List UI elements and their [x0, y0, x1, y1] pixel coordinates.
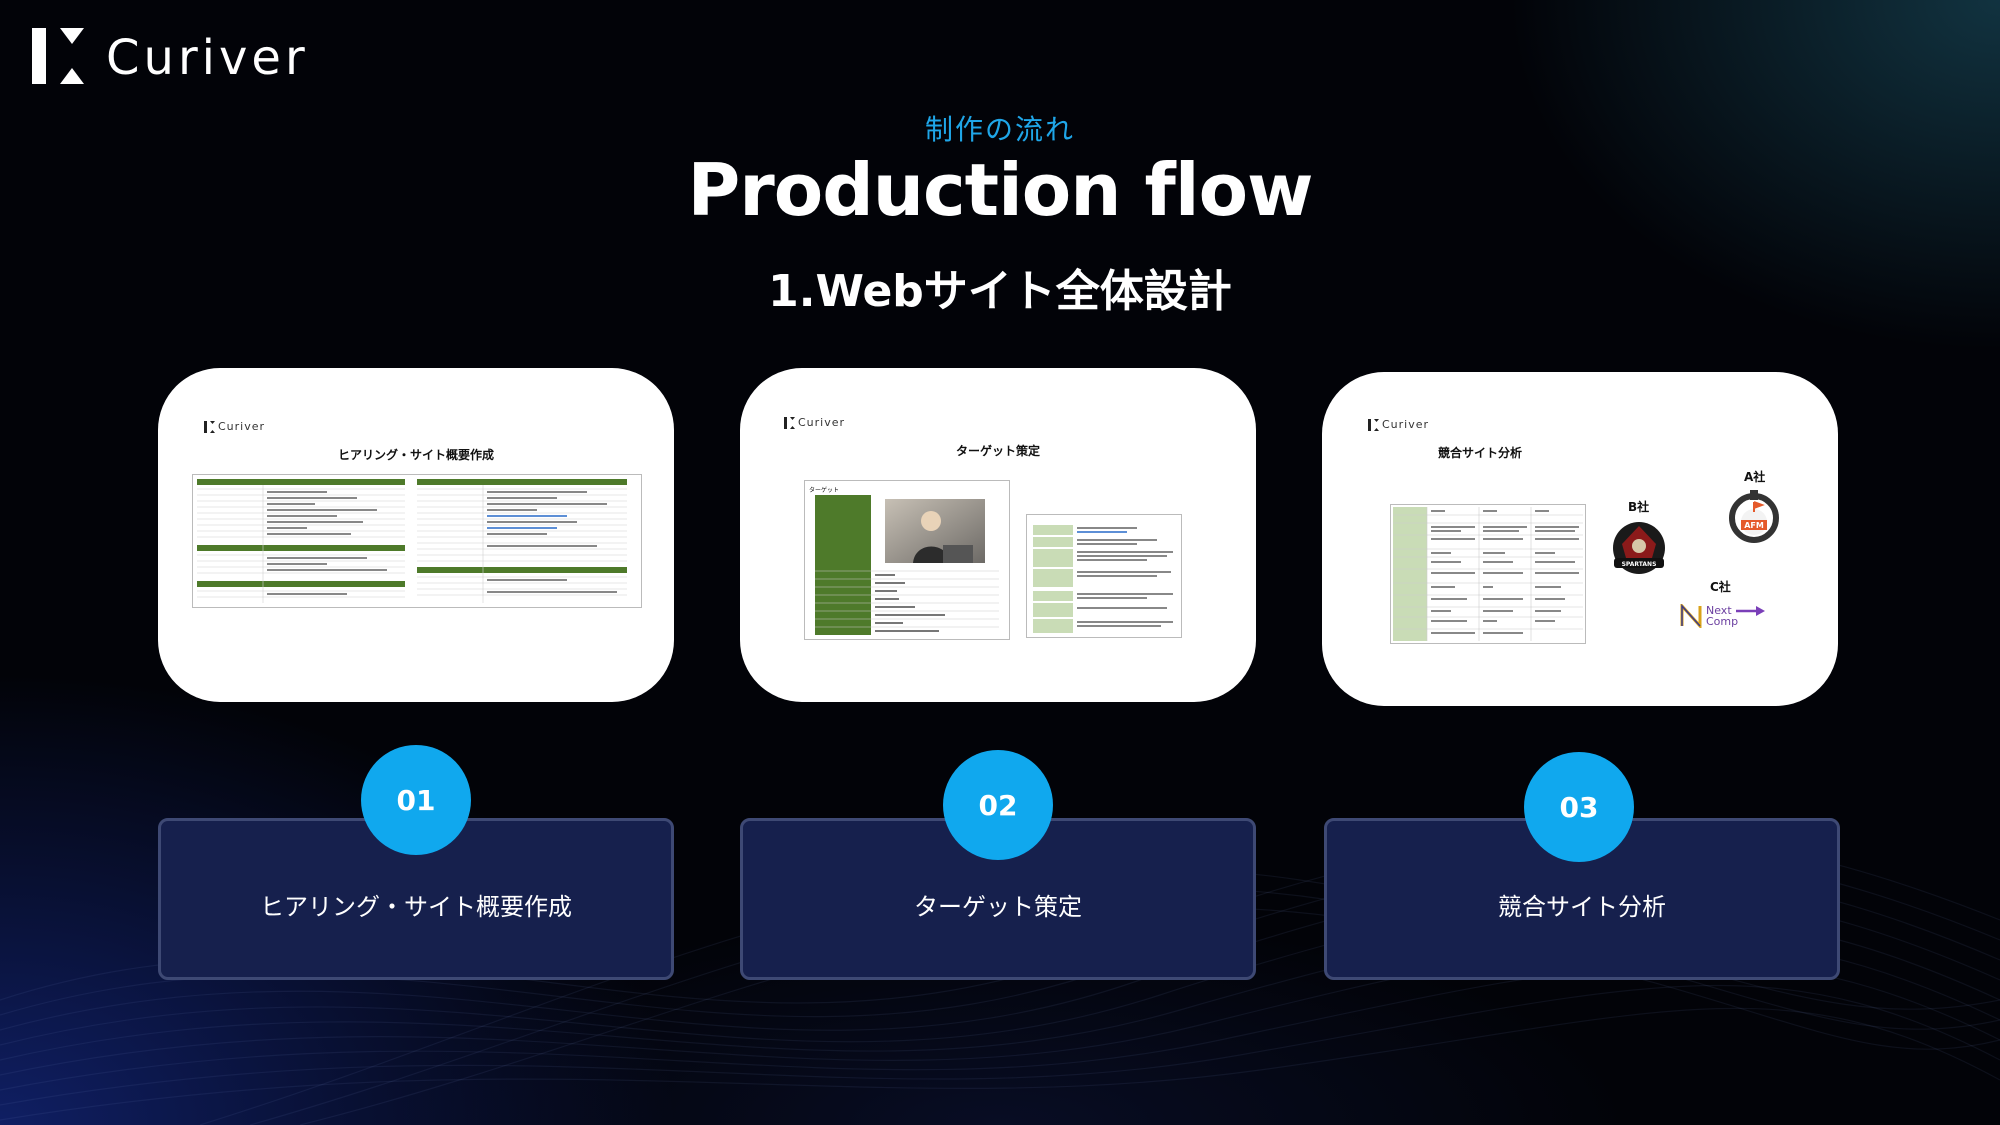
card-logo-text: Curiver — [798, 416, 846, 429]
competitor-b-label: B社 — [1628, 500, 1650, 514]
card-logo-text: Curiver — [218, 420, 266, 433]
page-title: Production flow — [687, 148, 1313, 232]
arrow-right-icon — [1736, 606, 1765, 616]
curiver-mark-icon — [204, 420, 215, 433]
persona-label: ターゲット — [809, 487, 840, 494]
step-number-badge: 02 — [943, 750, 1053, 860]
hearing-sheet-thumbnail — [192, 474, 642, 608]
step-heading: 1.Webサイト全体設計 — [768, 266, 1232, 317]
card-title: ターゲット策定 — [955, 444, 1040, 458]
card-logo-text: Curiver — [1382, 418, 1430, 431]
card-logo: Curiver — [1368, 418, 1429, 431]
card-title: 競合サイト分析 — [1437, 446, 1522, 460]
competitor-a-label: A社 — [1744, 470, 1766, 484]
competitor-c-logo: Next Comp — [1680, 604, 1766, 628]
section-subtitle: 制作の流れ — [924, 113, 1075, 146]
competitor-a-logo-text: AFM — [1744, 521, 1764, 530]
step-label: ヒアリング・サイト概要作成 — [260, 893, 572, 921]
card-title: ヒアリング・サイト概要作成 — [337, 448, 494, 462]
step-number-badge: 03 — [1524, 752, 1634, 862]
competitor-c-mark-icon — [1680, 604, 1702, 628]
curiver-mark-icon — [32, 28, 84, 84]
target-detail-sheet-thumbnail — [1026, 514, 1182, 638]
step-label: ターゲット策定 — [914, 893, 1082, 921]
brand-logo[interactable]: Curiver — [30, 28, 309, 88]
competitor-c-label: C社 — [1710, 580, 1731, 594]
competitor-b-logo-text: SPARTANS — [1622, 561, 1657, 568]
brand-name: Curiver — [106, 30, 309, 86]
card-logo: Curiver — [204, 420, 265, 433]
step-number-badge: 01 — [361, 745, 471, 855]
competitor-a-logo-icon: AFM — [1729, 490, 1779, 543]
competitor-table-thumbnail — [1390, 504, 1586, 644]
competitor-b-logo-icon: SPARTANS — [1613, 522, 1665, 574]
preview-card-hearing: Curiver ヒアリング・サイト概要作成 — [158, 368, 674, 702]
step-label: 競合サイト分析 — [1498, 893, 1666, 921]
competitor-c-logo-text: Next Comp — [1706, 604, 1739, 628]
card-logo: Curiver — [784, 416, 845, 429]
preview-card-target: Curiver ターゲット策定 ターゲット — [740, 368, 1256, 702]
preview-card-competitor: Curiver 競合サイト分析 — [1322, 372, 1838, 706]
persona-sheet-thumbnail: ターゲット — [804, 480, 1010, 640]
curiver-mark-icon — [784, 416, 795, 429]
curiver-mark-icon — [1368, 418, 1379, 431]
